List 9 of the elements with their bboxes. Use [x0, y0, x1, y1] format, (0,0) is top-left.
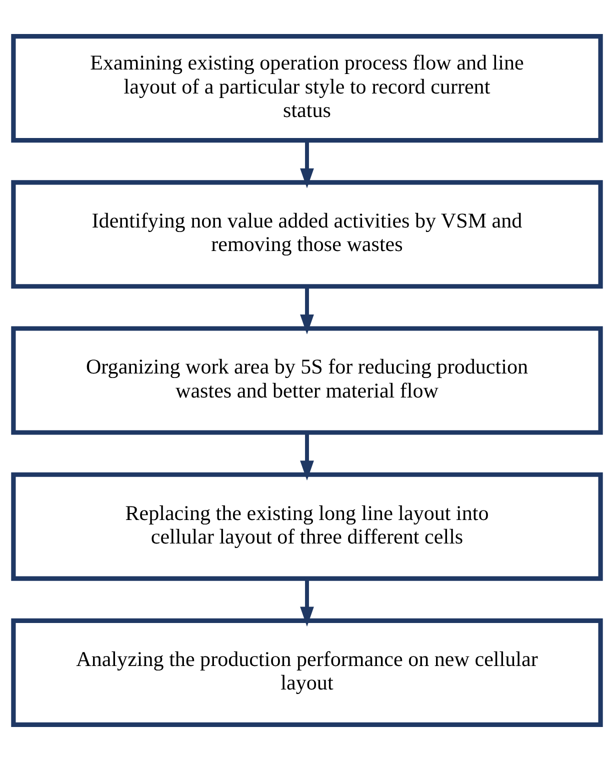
- arrow: [300, 578, 314, 626]
- arrow: [300, 286, 314, 334]
- node-box: Identifying non value added activities by VSM and removing those wastes: [11, 180, 603, 288]
- node-box: Organizing work area by 5S for reducing production wastes and better material flow: [11, 326, 603, 434]
- node-box: Replacing the existing long line layout into cellular layout of three different cells: [11, 472, 603, 580]
- arrow: [300, 140, 314, 188]
- node-box: Analyzing the production performance on new cellular layout: [11, 618, 603, 727]
- node-box: Examining existing operation process flow and line layout of a particular style to record current status: [11, 33, 603, 142]
- arrow: [300, 432, 314, 480]
